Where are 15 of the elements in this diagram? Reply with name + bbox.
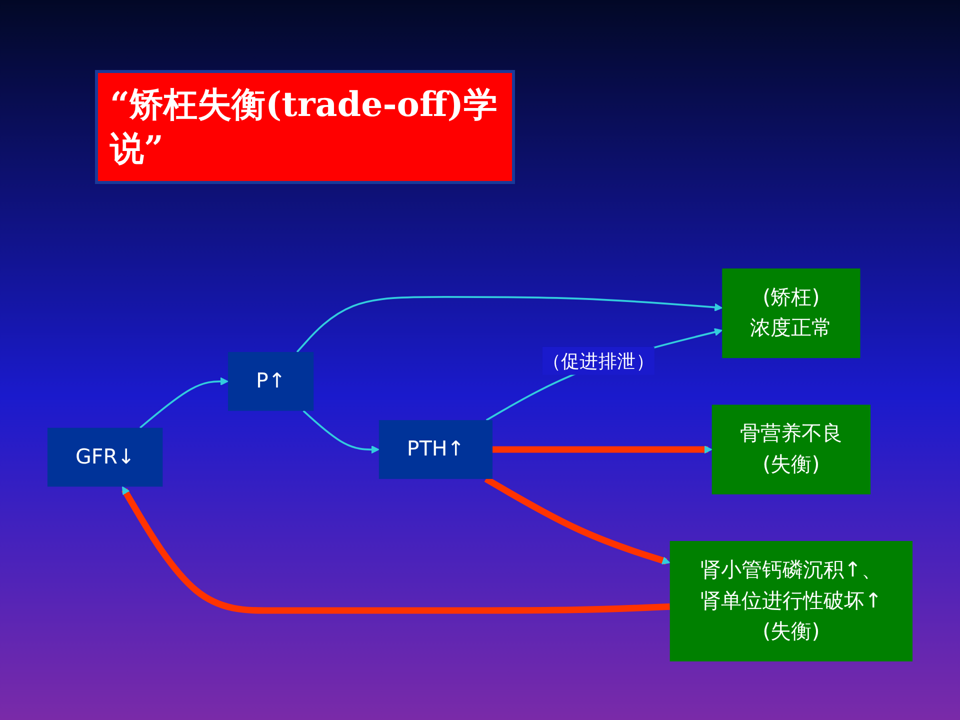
node-box: GFR↓ — [47, 428, 163, 487]
node-box: 肾小管钙磷沉积↑、肾单位进行性破坏↑ (失衡) — [670, 541, 913, 662]
arrow — [486, 328, 722, 421]
node-box: PTH↑ — [378, 420, 493, 479]
edge-label: （促进排泄） — [542, 350, 654, 372]
arrow — [302, 410, 380, 454]
node-box: (矫枉) 浓度正常 — [722, 268, 860, 358]
arrow — [139, 377, 228, 429]
arrow — [296, 296, 722, 353]
arrow — [492, 446, 712, 454]
arrow — [121, 486, 670, 614]
node-box: 骨营养不良 (失衡) — [712, 404, 871, 494]
arrow — [484, 476, 670, 565]
node-box: P↑ — [228, 352, 314, 411]
title: “矫枉失衡(trade-off)学说” — [95, 70, 515, 184]
